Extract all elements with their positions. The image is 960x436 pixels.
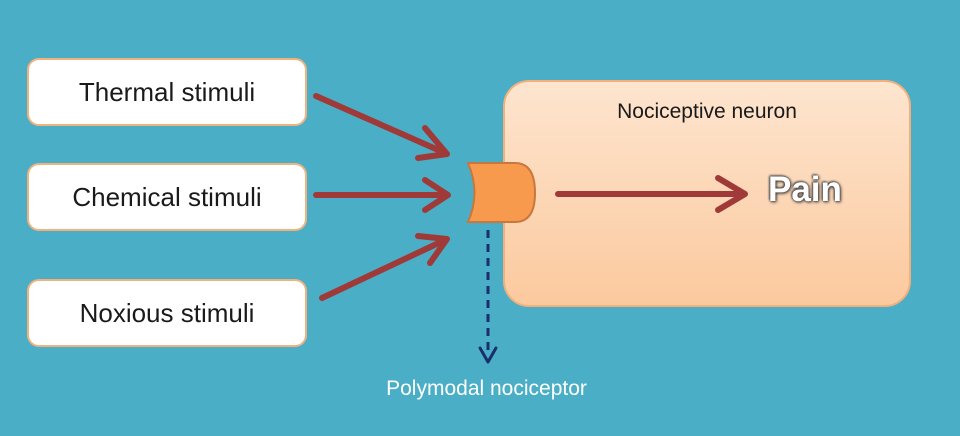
chemical-stimuli-box: Chemical stimuli xyxy=(27,163,307,231)
chemical-arrow xyxy=(313,177,451,213)
nociceptive-neuron-label: Nociceptive neuron xyxy=(617,100,797,123)
noxious-arrow xyxy=(319,233,450,301)
thermal-arrow xyxy=(313,93,450,161)
dashed-pointer xyxy=(478,230,498,364)
nociceptor-receptor xyxy=(466,162,537,223)
thermal-stimuli-box: Thermal stimuli xyxy=(27,58,307,126)
noxious-stimuli-label: Noxious stimuli xyxy=(79,297,255,328)
pain-arrow xyxy=(555,175,748,213)
thermal-stimuli-label: Thermal stimuli xyxy=(78,76,256,107)
noxious-stimuli-box: Noxious stimuli xyxy=(27,279,307,347)
chemical-stimuli-label: Chemical stimuli xyxy=(72,181,262,212)
pain-label: Pain xyxy=(768,170,842,209)
polymodal-nociceptor-label: Polymodal nociceptor xyxy=(386,377,587,400)
